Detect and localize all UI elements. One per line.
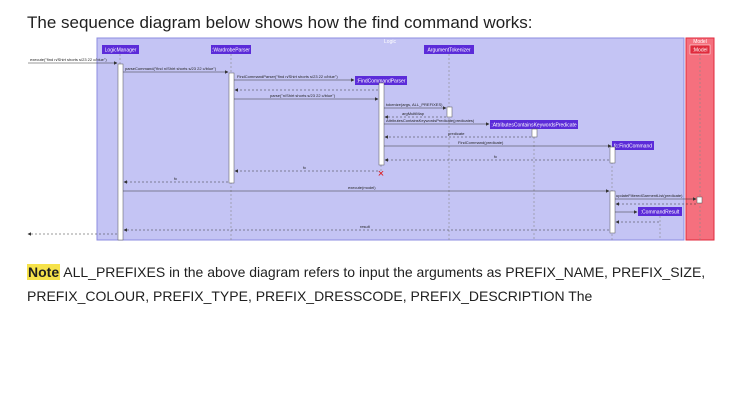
msg-parse: parse("n/Shirt shorts s/23 22 c/blue")	[270, 93, 336, 98]
note-label: Note	[27, 264, 61, 280]
msg-argmultimap: argMultiMap	[402, 111, 425, 116]
participant-argument-tokenizer-label: ArgumentTokenizer	[427, 48, 470, 54]
participant-model-label: :Model	[692, 48, 707, 54]
participant-predicate-label: :AttributesContainsKeywordsPredicate	[491, 123, 577, 129]
msg-update-filtered: updateFilteredGarmentList(predicate)	[616, 193, 683, 198]
msg-fc-return-1: fc	[494, 154, 497, 159]
msg-fc-return-2: fc	[303, 165, 306, 170]
logic-box-label: Logic	[384, 39, 396, 45]
activations	[117, 63, 703, 241]
sequence-diagram: Logic Model LogicManager :WardrobeParser…	[0, 36, 747, 241]
participant-argument-tokenizer	[424, 45, 474, 54]
participant-find-command	[612, 141, 654, 150]
logic-box	[96, 37, 685, 241]
message-arrows	[27, 61, 697, 236]
participant-find-parser	[355, 76, 407, 85]
participant-predicate	[490, 120, 578, 129]
message-labels: execute("find n/Shirt shorts s/23 22 c/b…	[30, 57, 683, 229]
msg-tokenize: tokenize(args, ALL_PREFIXES)	[386, 102, 443, 107]
msg-parse-command: parseCommand("find n/Shirt shorts s/23 2…	[125, 66, 217, 71]
msg-predicate-create: AttributesContainsKeywordsPredicate(pred…	[386, 118, 475, 123]
destroy-marker: ×	[378, 168, 384, 180]
msg-execute-model: execute(model)	[348, 185, 376, 190]
msg-fc-return-3: fc	[174, 176, 177, 181]
note-text: ALL_PREFIXES in the above diagram refers…	[27, 264, 706, 304]
participant-command-result-label: :CommandResult	[641, 210, 680, 216]
msg-find-parser-create: FindCommandParser("find n/Shirt shorts s…	[237, 74, 338, 79]
msg-execute: execute("find n/Shirt shorts s/23 22 c/b…	[30, 57, 107, 62]
participant-find-parser-label: :FindCommandParser	[357, 79, 406, 85]
participant-wardrobe-parser-label: :WardrobeParser	[212, 48, 250, 54]
msg-predicate-return: predicate	[448, 131, 465, 136]
participant-logic-manager	[102, 45, 139, 54]
note-paragraph: Note ALL_PREFIXES in the above diagram r…	[27, 260, 727, 308]
participant-logic-manager-label: LogicManager	[105, 48, 137, 54]
msg-result: result	[360, 224, 371, 229]
msg-find-command-create: FindCommand(predicate)	[458, 140, 504, 145]
page-heading: The sequence diagram below shows how the…	[27, 13, 533, 32]
participant-wardrobe-parser	[211, 45, 251, 54]
model-box-label: Model	[693, 39, 707, 45]
sequence-diagram-svg: Logic Model LogicManager :WardrobeParser…	[27, 37, 715, 241]
participant-find-command-label: fc:FindCommand	[614, 144, 652, 150]
participant-command-result	[638, 207, 682, 216]
